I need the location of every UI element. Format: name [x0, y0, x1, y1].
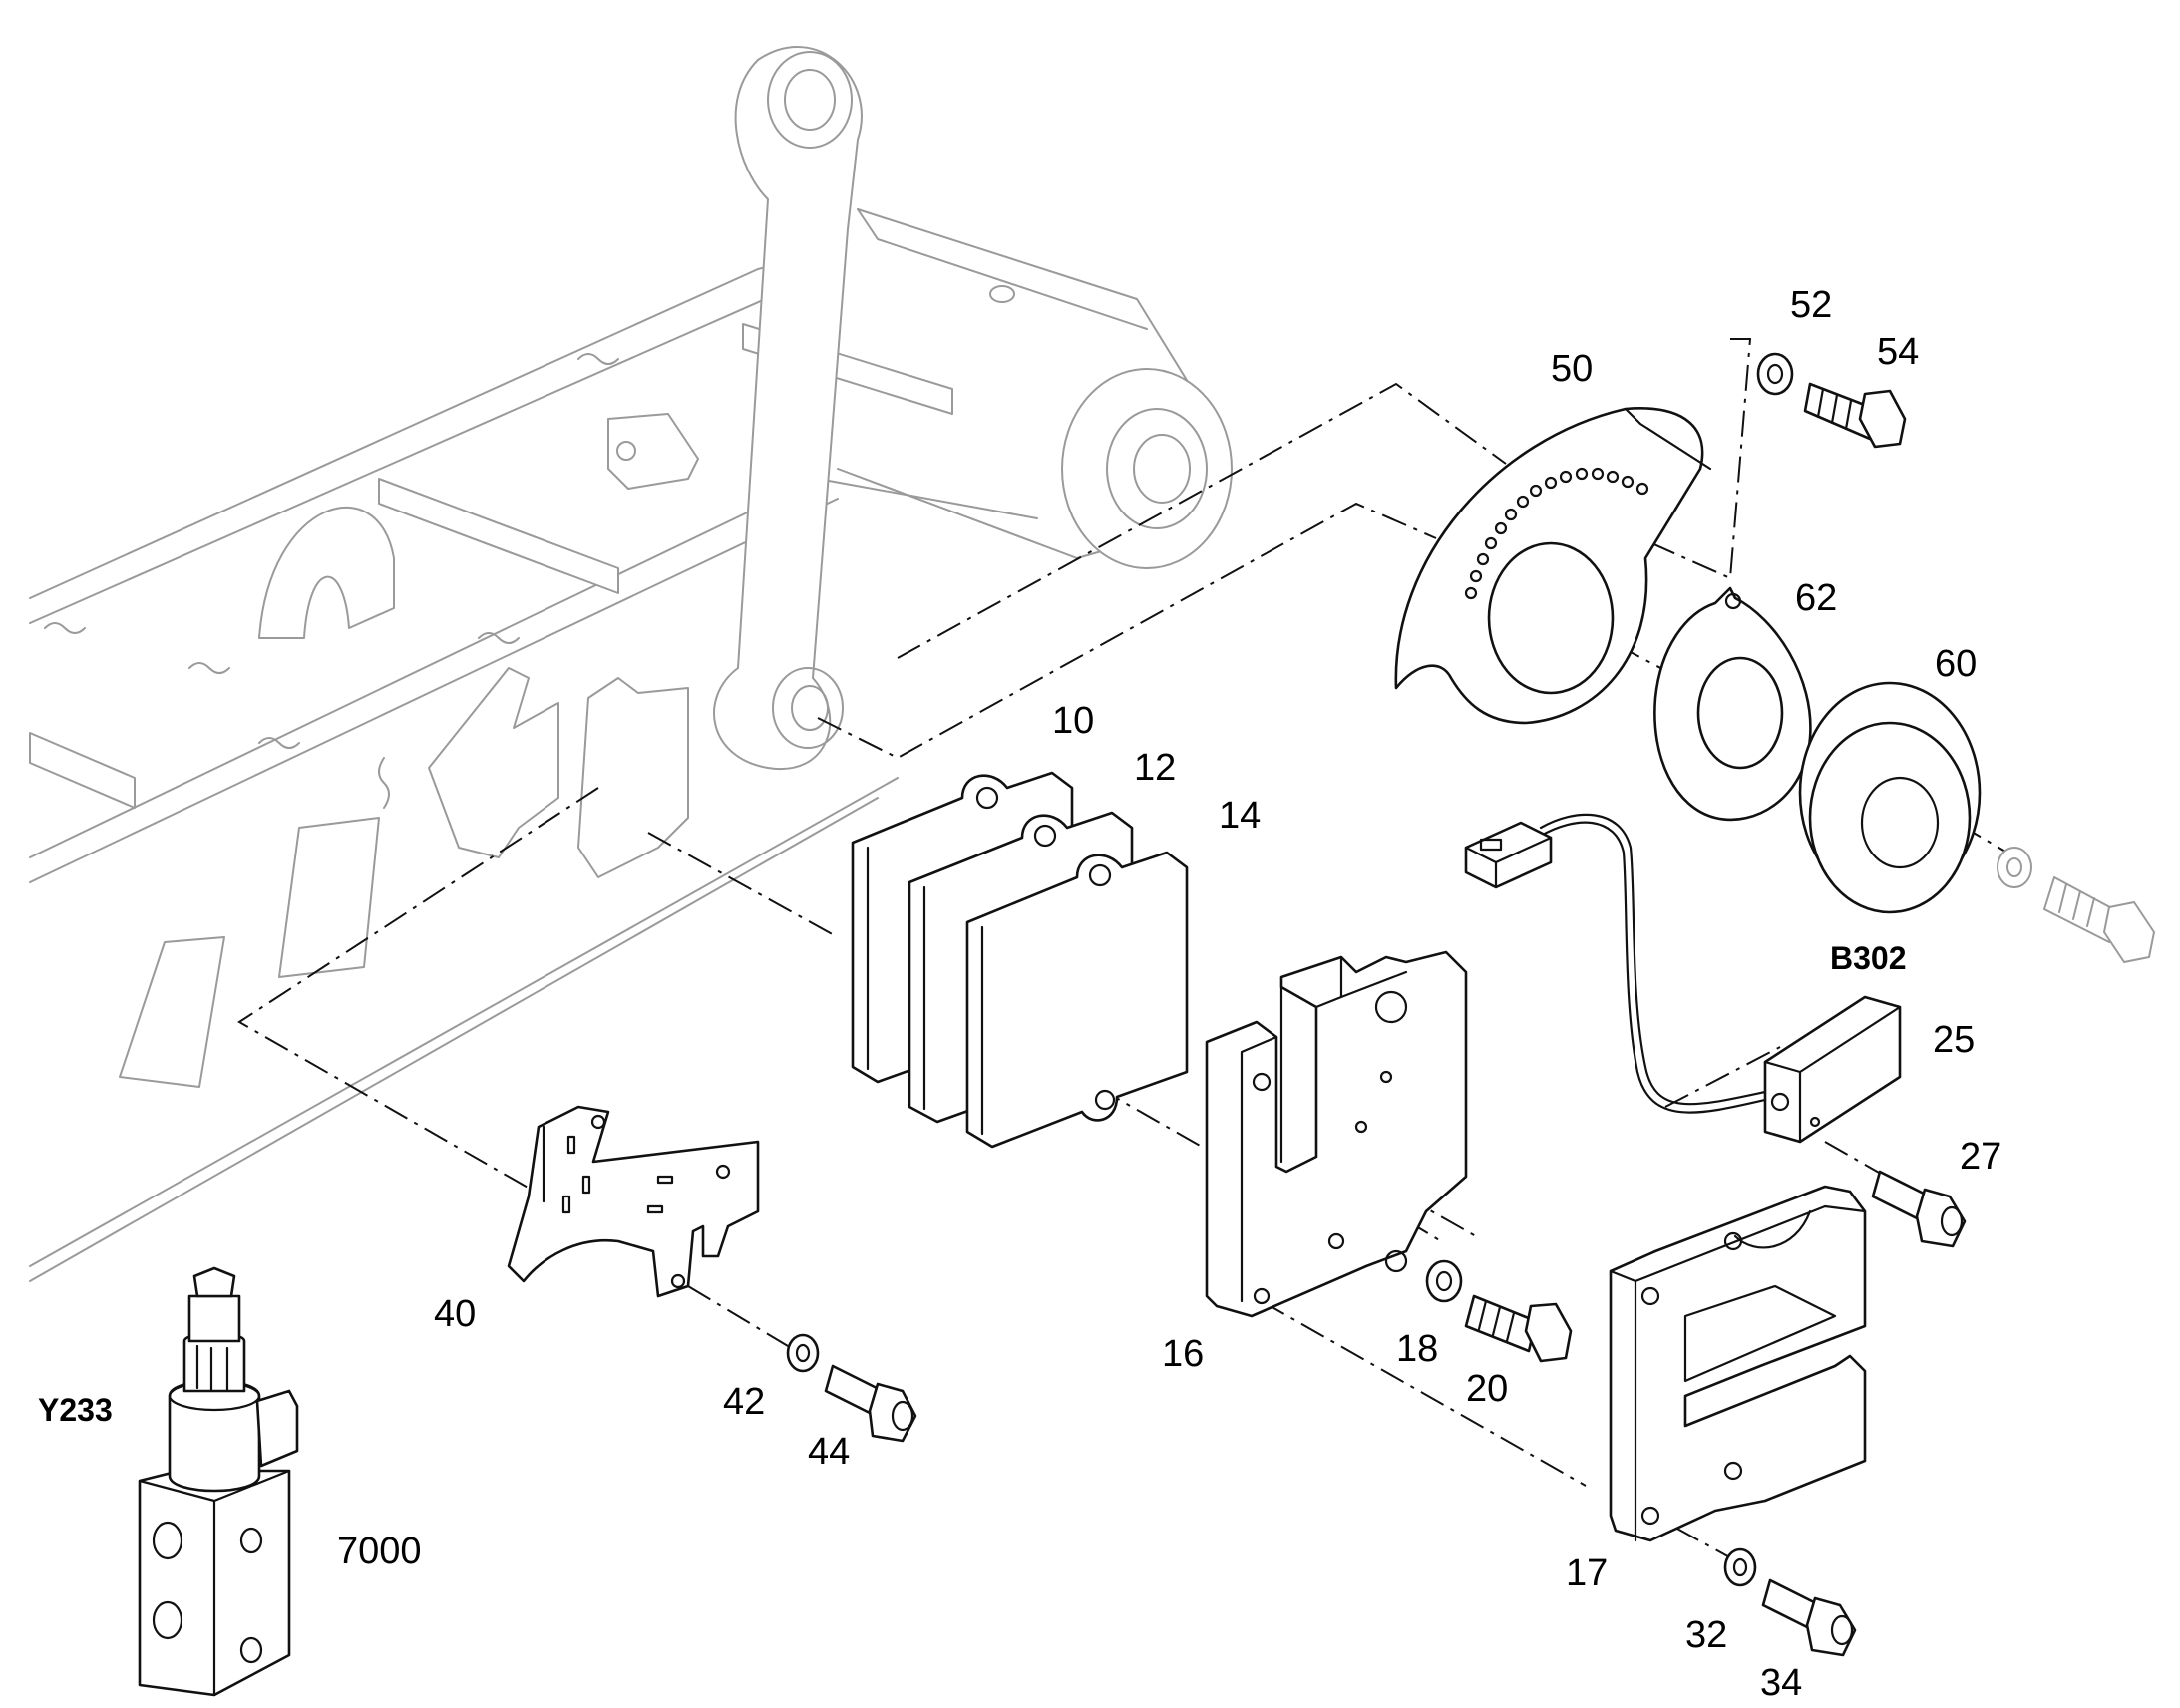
part-17-backing-plate — [1609, 1185, 1867, 1542]
part-32-washer — [1723, 1547, 1757, 1587]
label-20: 20 — [1466, 1368, 1508, 1410]
label-32: 32 — [1685, 1614, 1727, 1656]
label-14: 14 — [1219, 795, 1261, 837]
part-27-socket-screw — [1871, 1170, 1967, 1248]
label-27: 27 — [1960, 1136, 2001, 1178]
sector-disc-holes — [1464, 467, 1649, 600]
background-frame-assembly — [29, 46, 1233, 1282]
label-18: 18 — [1396, 1328, 1438, 1370]
label-50: 50 — [1551, 348, 1593, 390]
part-60-wheel — [1798, 681, 1982, 914]
label-12: 12 — [1134, 747, 1176, 789]
part-62-flange-ring — [1653, 586, 1812, 822]
label-25: 25 — [1933, 1019, 1975, 1061]
part-7000-solenoid-valve-y233 — [138, 1266, 299, 1697]
wheel-washer — [1997, 847, 2032, 888]
part-16-caliper-housing — [1205, 950, 1468, 1318]
part-52-washer — [1756, 352, 1794, 396]
label-40: 40 — [434, 1293, 476, 1335]
part-50-sector-disc — [1394, 407, 1712, 725]
wheel-hex-bolt — [2043, 876, 2155, 963]
label-52: 52 — [1790, 284, 1832, 326]
part-54-hex-bolt — [1803, 382, 1907, 449]
label-16: 16 — [1162, 1333, 1204, 1375]
part-44-socket-screw — [824, 1364, 917, 1443]
part-25-sensor-b302 — [1763, 995, 1902, 1144]
label-17: 17 — [1566, 1552, 1608, 1594]
part-40-bracket-plate — [507, 1105, 760, 1298]
part-14-brake-pad — [965, 851, 1189, 1149]
part-number-labels: 10 12 14 16 17 18 20 25 27 32 34 40 42 4… — [38, 284, 2001, 1704]
label-10: 10 — [1052, 700, 1094, 742]
part-42-washer — [786, 1333, 820, 1373]
part-20-hex-bolt — [1464, 1294, 1573, 1363]
part-18-washer — [1425, 1259, 1463, 1303]
label-42: 42 — [723, 1381, 765, 1423]
label-34: 34 — [1760, 1662, 1802, 1704]
label-44: 44 — [808, 1431, 850, 1473]
label-7000: 7000 — [337, 1531, 422, 1572]
label-54: 54 — [1877, 331, 1919, 373]
label-62: 62 — [1795, 577, 1837, 619]
label-b302: B302 — [1830, 940, 1907, 976]
label-y233: Y233 — [38, 1392, 113, 1428]
label-60: 60 — [1935, 643, 1977, 685]
sensor-cable — [1539, 813, 1767, 1114]
part-34-socket-screw — [1761, 1578, 1857, 1657]
sensor-plug-connector — [1464, 821, 1553, 889]
